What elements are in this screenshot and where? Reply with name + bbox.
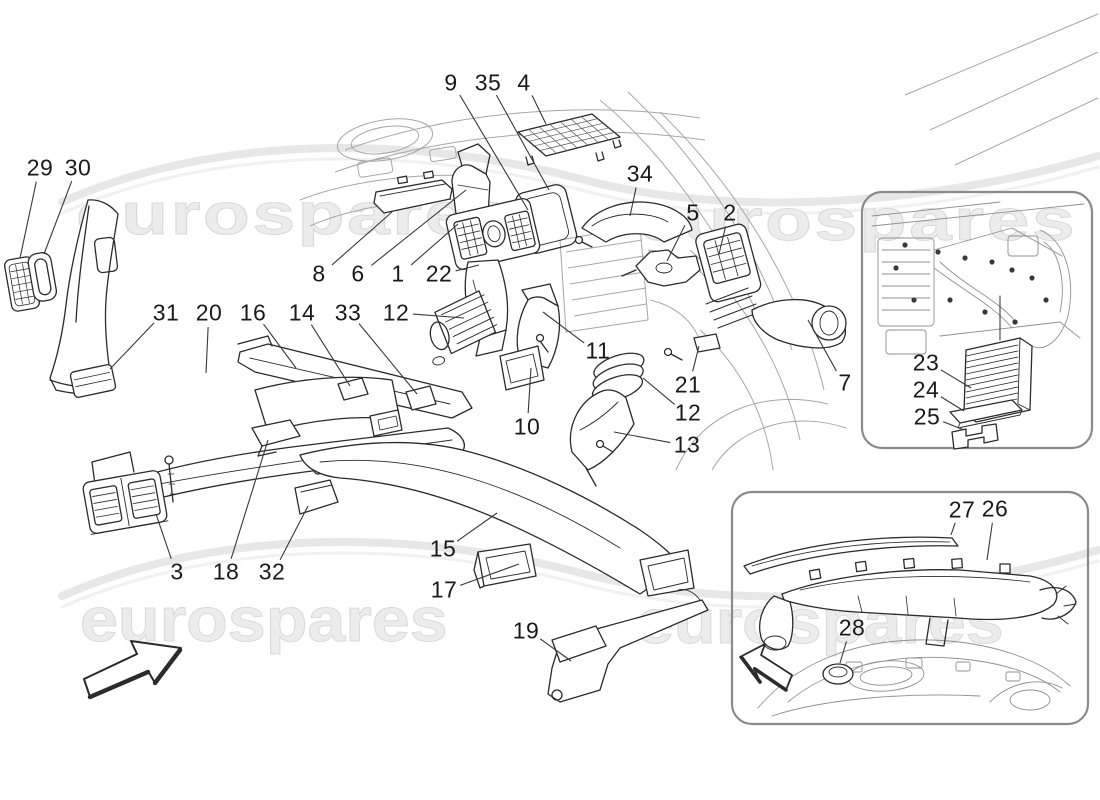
callout-22: 22 [425, 260, 453, 287]
leader-line-34 [629, 187, 637, 217]
leader-line-25 [942, 421, 965, 431]
leader-line-31 [109, 322, 155, 370]
watermark-text: eurospares [637, 188, 1078, 253]
callout-3: 3 [170, 558, 184, 585]
part-7-lateral-duct [752, 300, 846, 348]
callout-21: 21 [674, 371, 702, 398]
duct-flat-panel [255, 377, 402, 436]
leader-line-19 [539, 638, 572, 662]
leader-line-32 [279, 505, 309, 560]
callout-25: 25 [913, 403, 941, 430]
callout-6: 6 [351, 260, 365, 287]
part-30-vent-frame [27, 251, 58, 302]
leader-line-17 [459, 563, 520, 586]
callout-16: 16 [239, 299, 267, 326]
leader-line-15 [456, 512, 498, 542]
callout-31: 31 [152, 299, 180, 326]
leader-line-7 [807, 319, 837, 372]
callout-8: 8 [312, 260, 326, 287]
callout-12: 12 [382, 299, 410, 326]
callout-34: 34 [626, 160, 654, 187]
part-21-clip [694, 334, 720, 352]
leader-line-33 [358, 323, 418, 395]
leader-line-35 [495, 94, 550, 191]
callout-26: 26 [981, 495, 1009, 522]
watermark-text: eurospares [75, 182, 516, 247]
part-10-frame [500, 346, 544, 390]
leader-line-18 [230, 439, 269, 559]
callout-29: 29 [26, 154, 54, 181]
part-14-bracket [338, 378, 368, 400]
part-31-pad [70, 364, 116, 398]
callout-4: 4 [517, 69, 531, 96]
part-4-grille-panel [518, 114, 621, 165]
callout-7: 7 [838, 369, 852, 396]
callout-28: 28 [838, 614, 866, 641]
part-27-trim-blade [744, 537, 958, 574]
callout-15: 15 [429, 535, 457, 562]
leader-line-13 [613, 431, 671, 444]
part-13-lower-funnel [570, 390, 634, 486]
part-35-mounting-frame [513, 183, 578, 256]
callout-32: 32 [258, 558, 286, 585]
callout-20: 20 [195, 299, 223, 326]
part-29-vent-grille [4, 256, 41, 312]
leader-line-3 [155, 513, 172, 560]
part-24-filter-cover [950, 400, 1022, 428]
callout-35: 35 [474, 69, 502, 96]
part-3-double-vent [82, 470, 168, 535]
leader-line-12 [412, 313, 465, 319]
callout-1: 1 [391, 260, 405, 287]
leader-line-23 [940, 369, 972, 389]
leader-line-22 [455, 264, 480, 272]
leader-line-16 [263, 323, 297, 369]
leader-line-11 [542, 311, 585, 344]
callout-27: 27 [948, 496, 976, 523]
part-18-stub-duct [252, 420, 300, 456]
watermark-text: eurospares [635, 588, 1004, 657]
leader-line-21 [692, 345, 700, 372]
callout-13: 13 [673, 431, 701, 458]
part-25-clip [952, 424, 998, 449]
part-22-centre-duct [465, 260, 507, 356]
leader-line-12 [642, 377, 675, 405]
leader-line-27 [950, 522, 956, 536]
callout-9: 9 [444, 69, 458, 96]
watermark-text: eurospares [79, 586, 448, 655]
leader-line-30 [43, 180, 73, 255]
callout-5: 5 [686, 199, 700, 226]
leader-line-24 [940, 396, 965, 412]
callout-24: 24 [912, 376, 940, 403]
leader-line-26 [986, 522, 993, 561]
leader-line-14 [310, 324, 351, 387]
leader-line-10 [527, 367, 532, 414]
part-17-outlet-box [474, 544, 536, 588]
callout-19: 19 [512, 617, 540, 644]
part-20-long-duct [92, 428, 464, 512]
callout-10: 10 [513, 413, 541, 440]
leader-line-29 [19, 181, 37, 259]
part-11-defroster-funnel [517, 284, 559, 368]
part-15-diagonal-duct [300, 443, 694, 596]
part-32-elbow [295, 480, 338, 514]
screw-icons [165, 237, 682, 503]
callout-17: 17 [430, 576, 458, 603]
callout-12: 12 [674, 399, 702, 426]
leader-line-20 [205, 326, 209, 374]
callout-23: 23 [912, 349, 940, 376]
callout-30: 30 [64, 154, 92, 181]
callout-2: 2 [723, 199, 737, 226]
leader-line-4 [531, 95, 547, 125]
callout-11: 11 [585, 337, 611, 364]
callout-18: 18 [212, 558, 240, 585]
part-16-upper-duct-run [238, 336, 472, 418]
callout-14: 14 [288, 299, 316, 326]
callout-33: 33 [334, 299, 362, 326]
part-12-corrugated-elbow [419, 289, 503, 366]
part-28-cap [823, 664, 853, 684]
part-23-cabin-filter [964, 338, 1032, 422]
part-33-clip [406, 386, 436, 410]
part-5-bracket [622, 250, 700, 286]
